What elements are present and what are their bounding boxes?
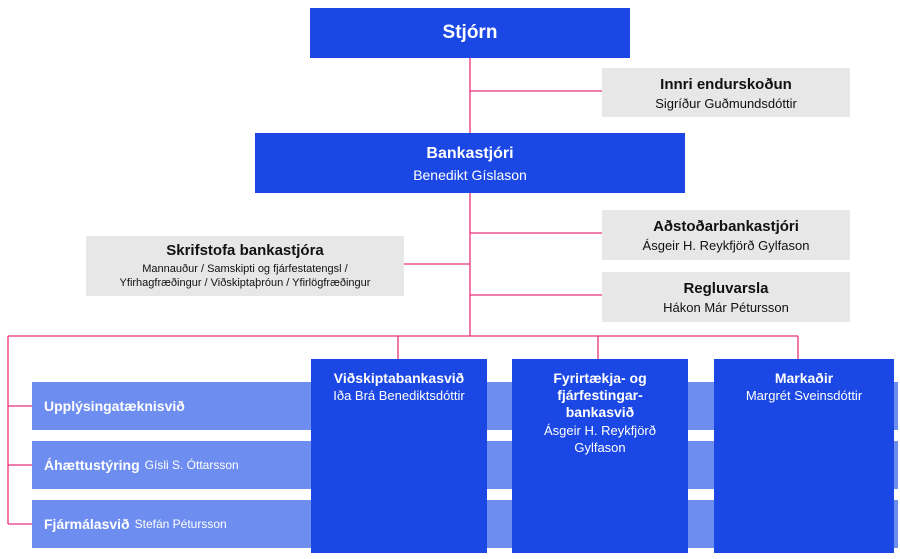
internal-audit-person: Sigríður Guðmundsdóttir bbox=[655, 96, 797, 111]
business-unit-title: Markaðir bbox=[774, 370, 834, 386]
business-unit-markets: Markaðir Margrét Sveinsdóttir bbox=[714, 359, 894, 553]
business-unit-title: Fyrirtækja- og bbox=[553, 370, 647, 386]
support-unit-title: Áhættustýring bbox=[44, 457, 140, 473]
deputy-ceo-person: Ásgeir H. Reykfjörð Gylfason bbox=[642, 238, 810, 253]
compliance-title: Regluvarsla bbox=[683, 280, 769, 297]
ceo-office-box: Skrifstofa bankastjóra Mannauður / Samsk… bbox=[86, 236, 404, 296]
internal-audit-box: Innri endurskoðun Sigríður Guðmundsdótti… bbox=[602, 68, 850, 117]
deputy-ceo-title: Aðstoðarbankastjóri bbox=[653, 218, 799, 235]
board-box: Stjórn bbox=[310, 8, 630, 58]
ceo-box: Bankastjóri Benedikt Gíslason bbox=[255, 133, 685, 193]
business-unit-title: Viðskiptabankasvið bbox=[333, 370, 465, 386]
ceo-office-line-1: Mannauður / Samskipti og fjárfestatengsl… bbox=[142, 263, 348, 275]
deputy-ceo-box: Aðstoðarbankastjóri Ásgeir H. Reykfjörð … bbox=[602, 210, 850, 260]
ceo-office-title: Skrifstofa bankastjóra bbox=[166, 242, 324, 259]
ceo-person: Benedikt Gíslason bbox=[413, 167, 527, 183]
business-unit-person: Iða Brá Benediktsdóttir bbox=[333, 388, 465, 403]
business-unit-title: fjárfestingar- bbox=[557, 387, 643, 403]
business-unit-person: Margrét Sveinsdóttir bbox=[745, 388, 863, 403]
business-unit-corporate: Fyrirtækja- og fjárfestingar- bankasvið … bbox=[512, 359, 688, 553]
business-unit-retail: Viðskiptabankasvið Iða Brá Benediktsdótt… bbox=[311, 359, 487, 553]
support-unit-person: Gísli S. Óttarsson bbox=[144, 458, 239, 472]
compliance-box: Regluvarsla Hákon Már Pétursson bbox=[602, 272, 850, 322]
board-title: Stjórn bbox=[442, 22, 498, 43]
ceo-title: Bankastjóri bbox=[426, 145, 514, 162]
business-unit-person: Ásgeir H. Reykfjörð bbox=[544, 423, 656, 438]
business-unit-title: bankasvið bbox=[565, 404, 635, 420]
support-unit-person: Stefán Pétursson bbox=[134, 517, 227, 531]
compliance-person: Hákon Már Pétursson bbox=[663, 300, 789, 315]
support-unit-title: Upplýsingatæknisvið bbox=[44, 398, 185, 414]
ceo-office-line-2: Yfirhagfræðingur / Viðskiptaþróun / Yfir… bbox=[119, 277, 371, 289]
support-unit-title: Fjármálasvið bbox=[44, 516, 130, 532]
internal-audit-title: Innri endurskoðun bbox=[660, 76, 792, 93]
business-unit-person: Gylfason bbox=[574, 440, 626, 455]
